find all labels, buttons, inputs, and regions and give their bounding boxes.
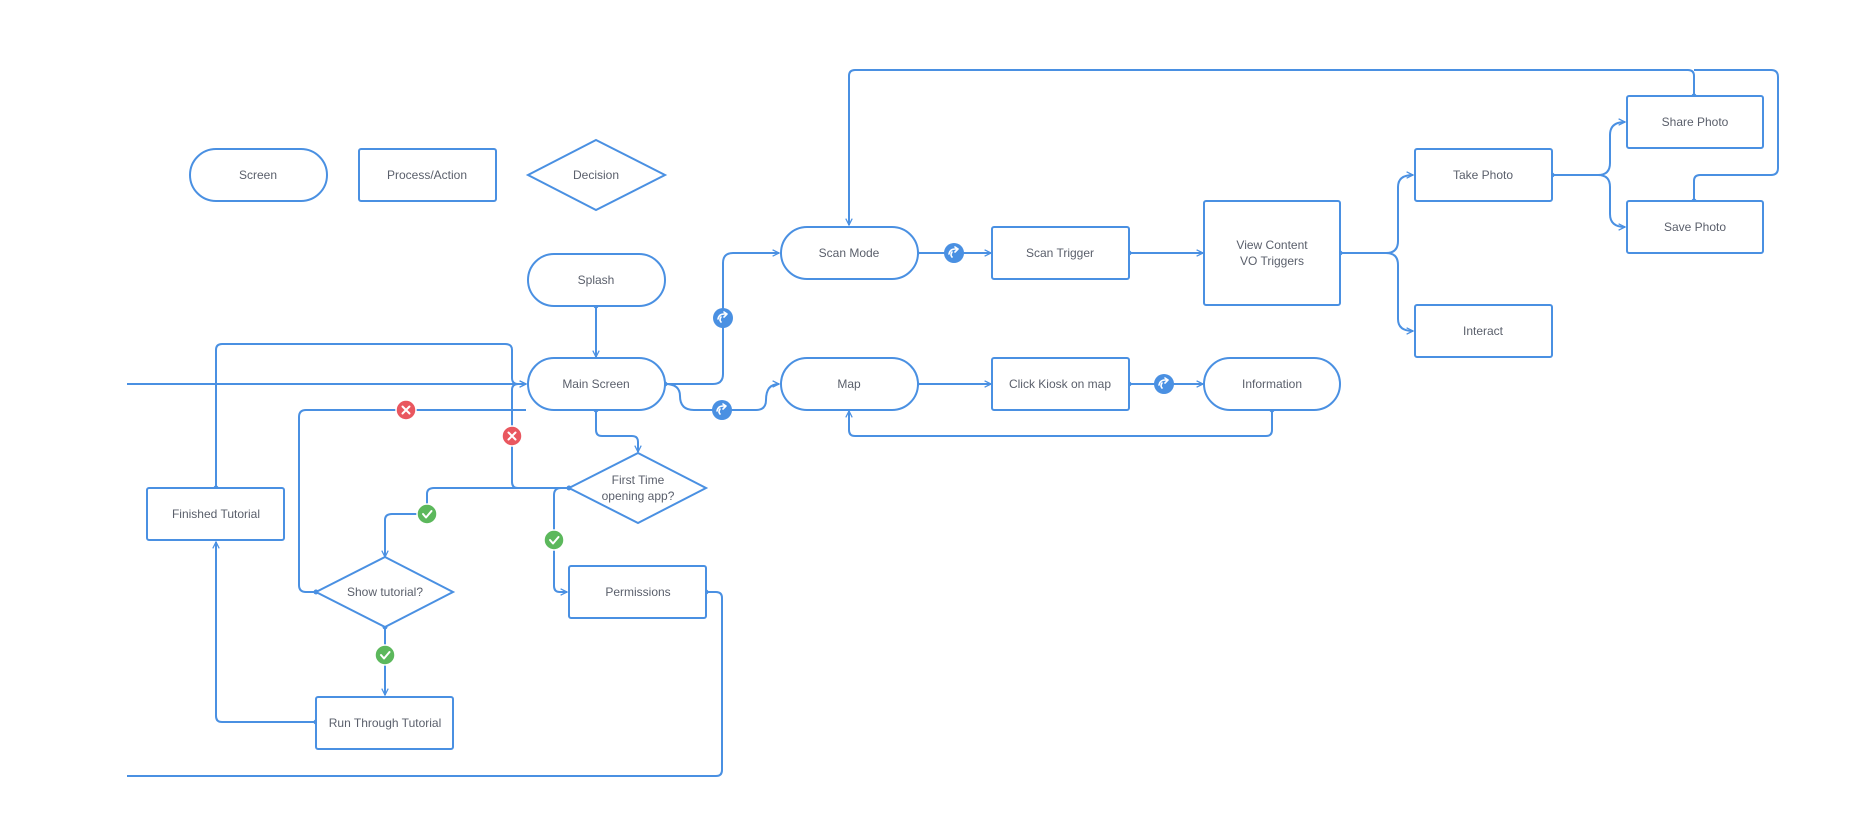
node-splash-label: Splash [578,273,615,287]
check-icon [543,529,565,551]
node-view-content-label-line1: View Content [1236,238,1308,252]
legend-process-label: Process/Action [387,168,467,182]
node-save-photo[interactable]: Save Photo [1626,200,1764,254]
node-first-time-label-line1: First Time [612,473,665,487]
connector-first-time-show-tutorial [385,487,569,557]
node-scan-trigger-label: Scan Trigger [1026,246,1094,260]
badges [374,243,1174,666]
node-run-tutorial[interactable]: Run Through Tutorial [315,696,454,750]
node-permissions[interactable]: Permissions [568,565,707,619]
node-scan-mode-label: Scan Mode [819,246,880,260]
node-take-photo[interactable]: Take Photo [1414,148,1553,202]
legend-process: Process/Action [358,148,497,202]
connector-save-loop [1693,69,1779,201]
node-show-tutorial-decision[interactable]: Show tutorial? [313,555,456,629]
node-interact[interactable]: Interact [1414,304,1553,358]
tap-gesture-icon [712,400,732,420]
legend-screen: Screen [189,148,328,202]
nodes: Splash Main Screen Scan Mode Scan Trigge… [146,95,1764,750]
node-map[interactable]: Map [780,357,919,411]
node-splash[interactable]: Splash [527,253,666,307]
legend-decision: Decision [525,138,668,212]
node-click-kiosk[interactable]: Click Kiosk on map [991,357,1130,411]
connector-permissions-loop [127,591,723,777]
node-finished-tutorial-label: Finished Tutorial [172,507,260,521]
node-interact-label: Interact [1463,324,1504,338]
node-first-time-label-line2: opening app? [602,489,675,503]
node-save-photo-label: Save Photo [1664,220,1726,234]
node-scan-trigger[interactable]: Scan Trigger [991,226,1130,280]
node-permissions-label: Permissions [605,585,670,599]
node-information-label: Information [1242,377,1302,391]
x-icon [395,399,417,421]
tap-gesture-icon [1154,374,1174,394]
node-finished-tutorial[interactable]: Finished Tutorial [146,487,285,541]
legend-decision-label: Decision [573,168,619,182]
node-information[interactable]: Information [1203,357,1341,411]
connector-view-take-photo [1340,175,1413,254]
connector-show-tutorial-no [298,409,526,593]
connector-run-finished [216,542,316,723]
connector-view-interact [1385,252,1413,331]
node-first-time-decision[interactable]: First Time opening app? [566,451,709,525]
node-click-kiosk-label: Click Kiosk on map [1009,377,1111,391]
node-run-tutorial-label: Run Through Tutorial [329,716,442,730]
tap-gesture-icon [713,308,733,328]
legend: Screen Process/Action Decision [189,138,668,212]
connector-take-share [1552,122,1625,176]
node-take-photo-label: Take Photo [1453,168,1513,182]
connector-finished-main [215,343,519,488]
tap-gesture-icon [944,243,964,263]
legend-screen-label: Screen [239,168,277,182]
node-main-screen[interactable]: Main Screen [527,357,666,411]
node-share-photo[interactable]: Share Photo [1626,95,1764,149]
node-view-content-label-line2: VO Triggers [1240,254,1304,268]
x-icon [501,425,523,447]
node-main-screen-label: Main Screen [562,377,629,391]
connector-main-first-time [595,410,638,452]
node-share-photo-label: Share Photo [1662,115,1729,129]
node-view-content[interactable]: View Content VO Triggers [1203,200,1341,306]
connector-share-loop [849,69,1695,225]
check-icon [416,503,438,525]
node-scan-mode[interactable]: Scan Mode [780,226,919,280]
node-show-tutorial-label: Show tutorial? [347,585,423,599]
connector-information-map [849,410,1273,437]
node-map-label: Map [837,377,861,391]
check-icon [374,644,396,666]
connector-take-save [1597,174,1625,227]
